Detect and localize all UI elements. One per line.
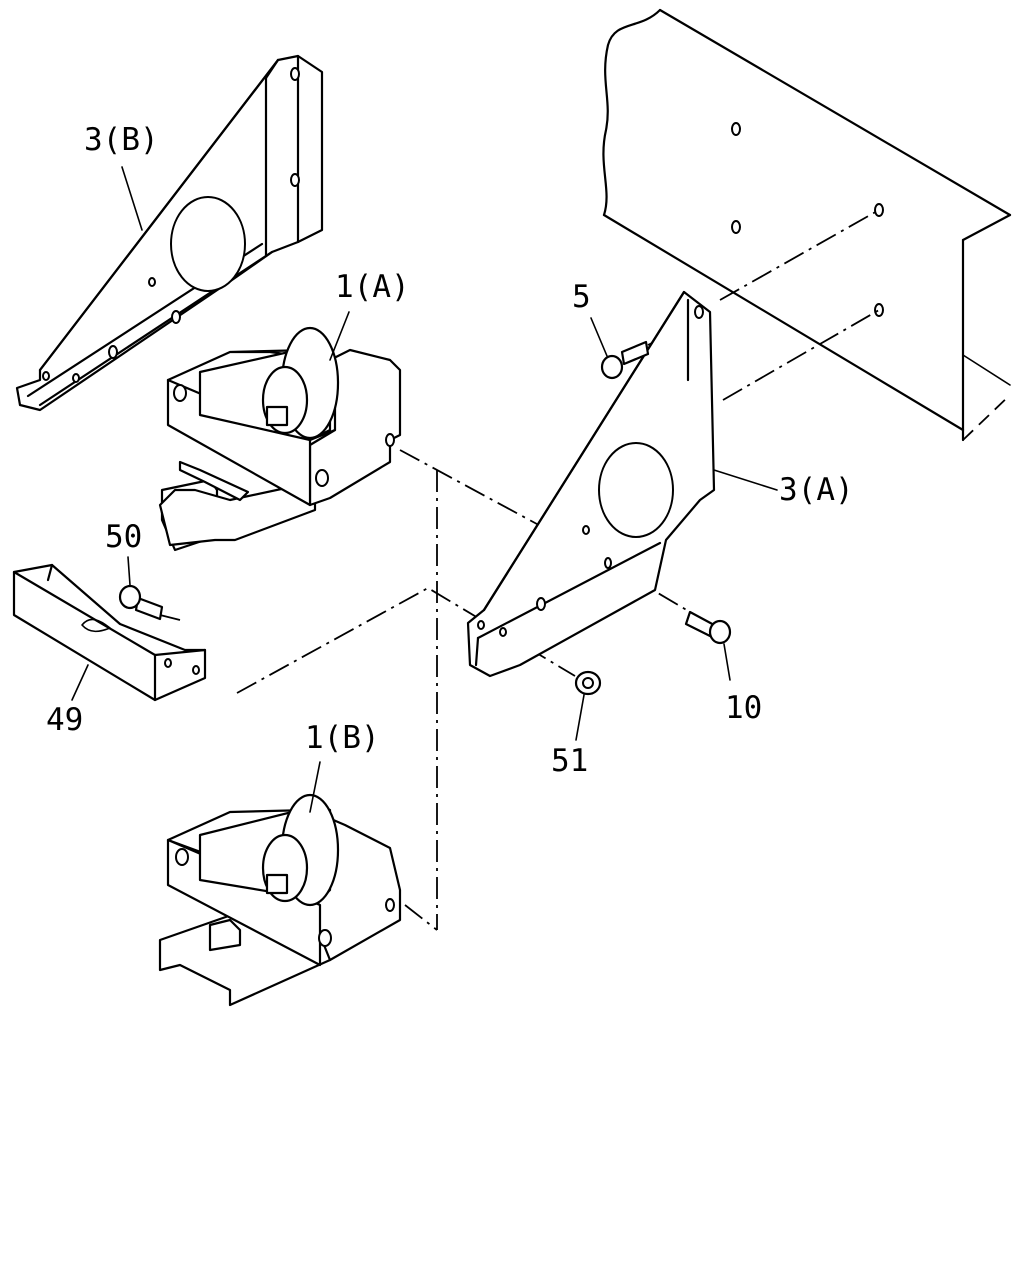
label-3a: 3(A) [779, 472, 854, 508]
cover-49 [12, 563, 207, 702]
label-50: 50 [105, 519, 142, 555]
label-10: 10 [725, 690, 762, 726]
label-5: 5 [572, 279, 591, 315]
frame-rail [602, 8, 1012, 442]
bracket-3b [15, 54, 324, 412]
bolt-10 [684, 610, 732, 645]
bracket-3a [466, 290, 716, 678]
label-1a: 1(A) [335, 269, 410, 305]
nut-51 [574, 670, 602, 696]
label-1b: 1(B) [305, 720, 380, 756]
bolt-5 [600, 340, 650, 380]
engine-mount-1a [158, 326, 402, 552]
leader-lines [71, 166, 778, 813]
label-51: 51 [551, 743, 588, 779]
label-49: 49 [46, 702, 83, 738]
label-3b: 3(B) [84, 122, 159, 158]
engine-mount-1b [158, 793, 402, 1007]
bolt-50 [118, 584, 164, 621]
